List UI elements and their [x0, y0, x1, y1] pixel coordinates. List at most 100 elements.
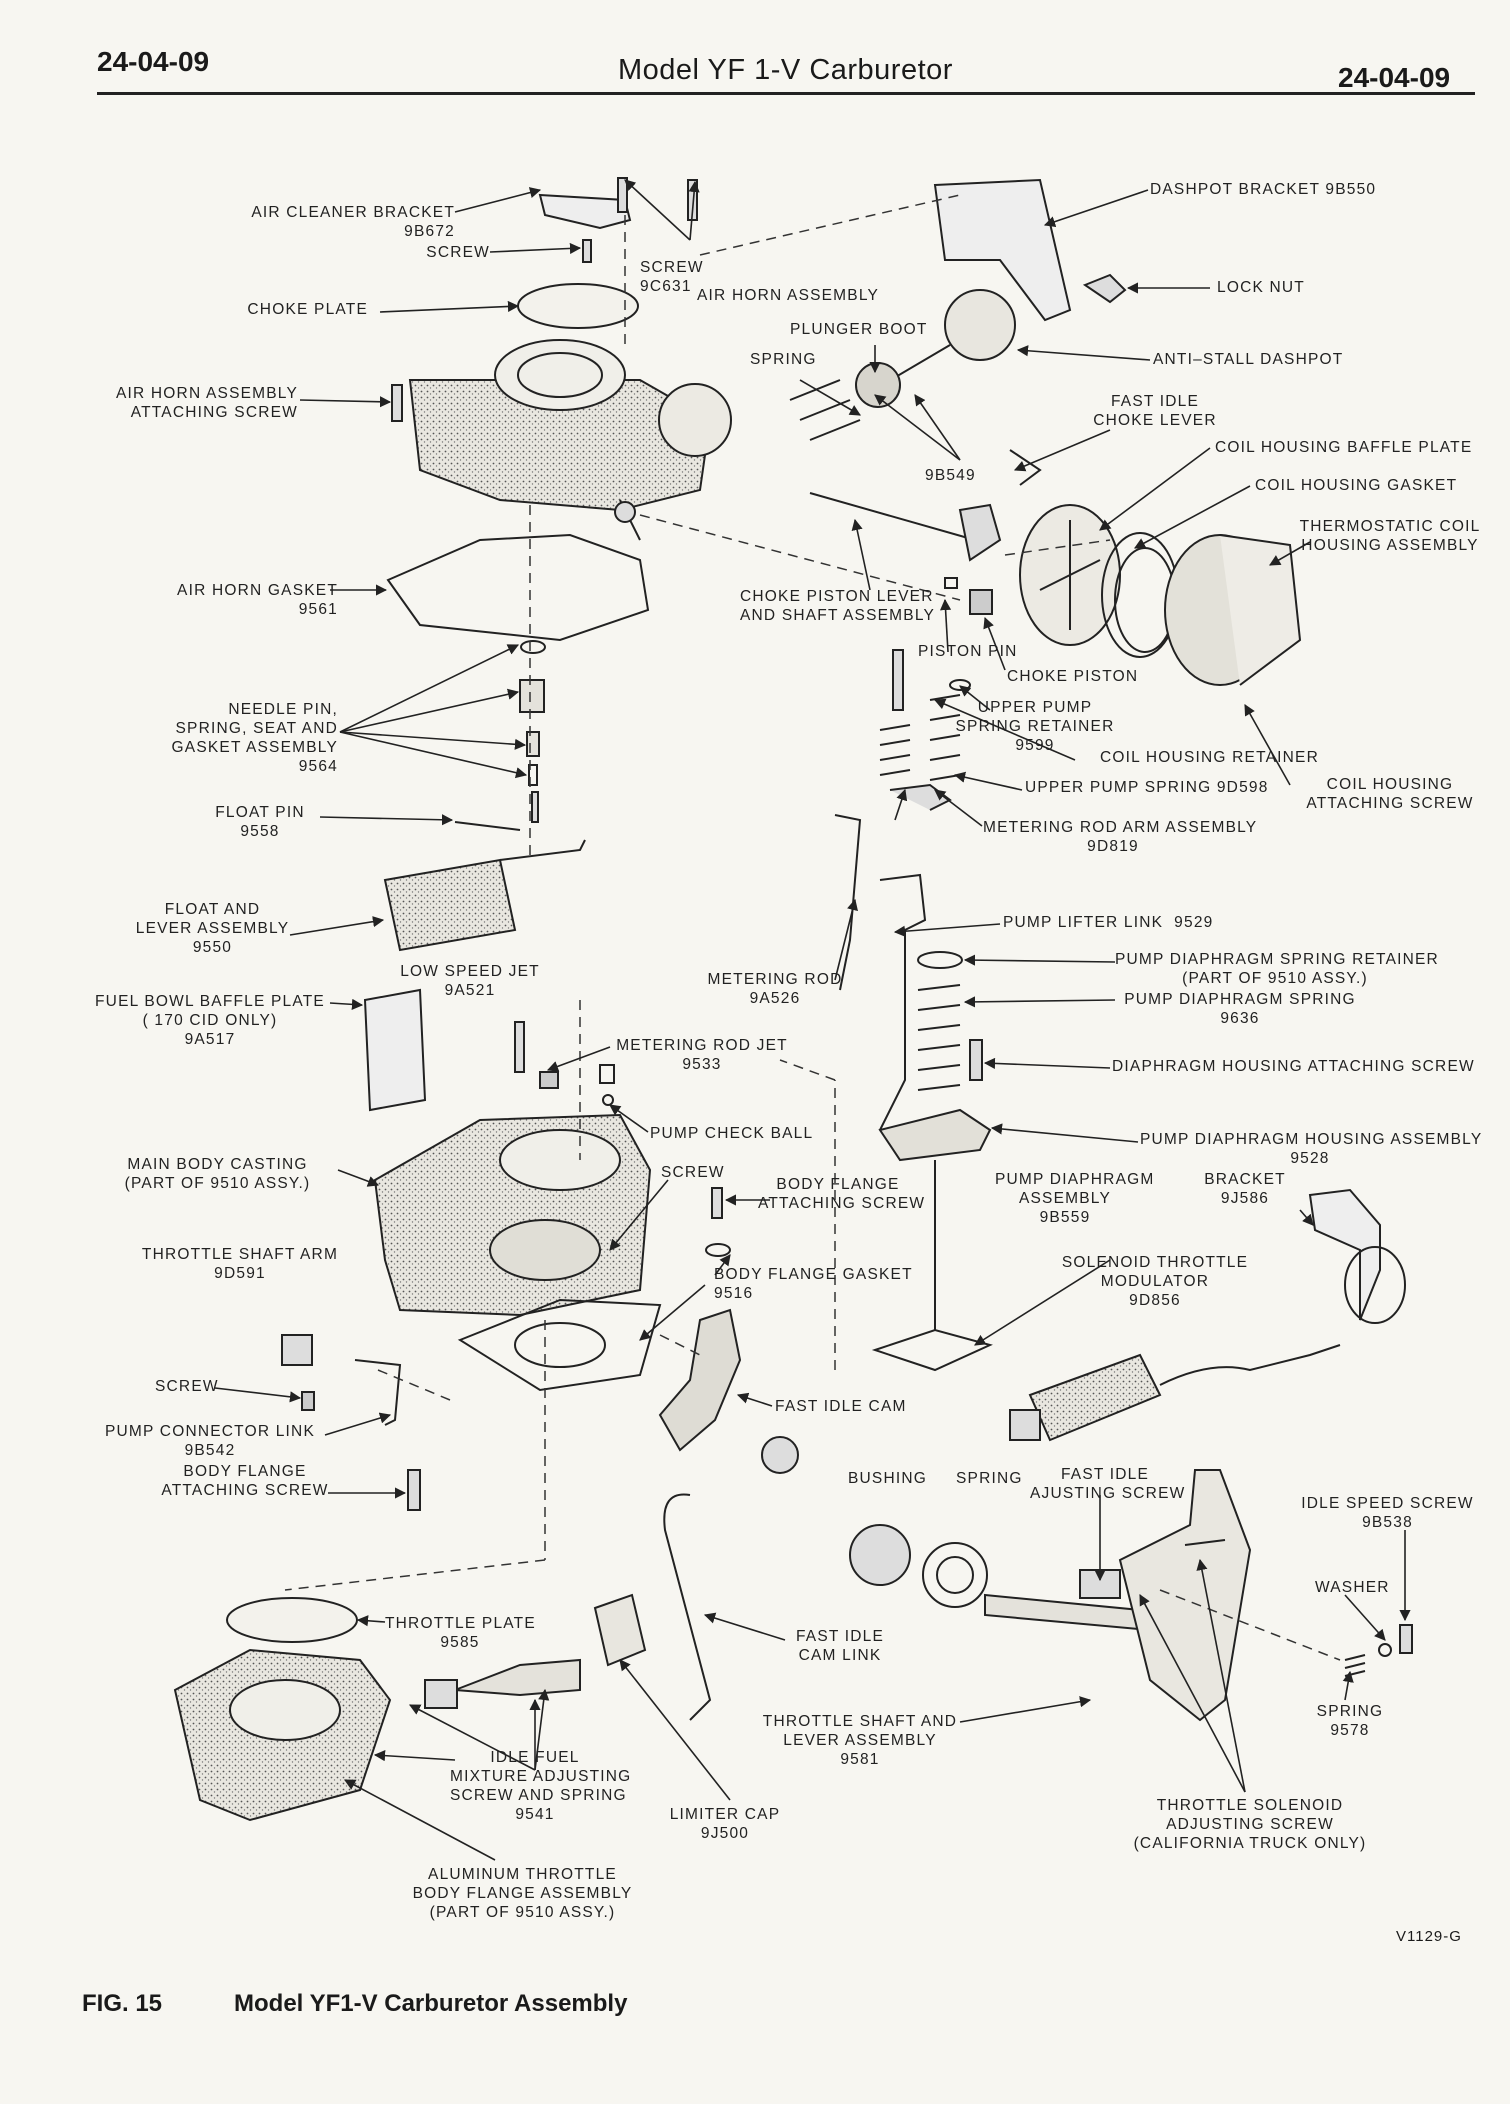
label-screw-left: SCREW: [155, 1378, 219, 1395]
label-pump-diaphragm-spring-retainer: PUMP DIAPHRAGM SPRING RETAINER (PART OF …: [1115, 951, 1439, 987]
label-metering-rod-jet: METERING ROD JET 9533: [616, 1037, 788, 1073]
label-throttle-shaft-lever: THROTTLE SHAFT AND LEVER ASSEMBLY 9581: [762, 1713, 958, 1768]
choke-lever-parts: [809, 449, 1042, 615]
label-fast-idle-adjusting-screw: FAST IDLE AJUSTING SCREW: [1030, 1466, 1186, 1502]
label-body-flange-attaching-screw-upper: BODY FLANGE ATTACHING SCREW: [758, 1176, 926, 1212]
label-bracket-9j586: BRACKET 9J586: [1204, 1171, 1286, 1207]
solenoid-parts: [1009, 1188, 1406, 1442]
throttle-plate-part: [226, 1597, 358, 1643]
label-screw-9c631: SCREW 9C631: [640, 259, 704, 295]
pump-parts: [705, 649, 993, 1372]
throttle-body-part: [173, 1648, 392, 1822]
jet-insert-part: [599, 1064, 615, 1084]
label-low-speed-jet: LOW SPEED JET 9A521: [400, 963, 540, 999]
label-choke-piston: CHOKE PISTON: [1007, 668, 1139, 685]
label-washer: WASHER: [1315, 1579, 1390, 1596]
label-lock-nut: LOCK NUT: [1217, 279, 1305, 296]
fast-idle-cam-part: [658, 1308, 799, 1474]
label-thermostatic-coil: THERMOSTATIC COIL HOUSING ASSEMBLY: [1299, 518, 1481, 554]
label-upper-pump-spring: UPPER PUMP SPRING 9D598: [1025, 779, 1269, 796]
label-spring-dashpot: SPRING: [750, 351, 817, 368]
label-bushing: BUSHING: [848, 1470, 928, 1487]
label-coil-housing-gasket: COIL HOUSING GASKET: [1255, 477, 1458, 494]
label-fuel-bowl-baffle-plate: FUEL BOWL BAFFLE PLATE ( 170 CID ONLY) 9…: [95, 993, 325, 1048]
label-spring-9578: SPRING 9578: [1316, 1703, 1384, 1739]
figure-caption: Model YF1-V Carburetor Assembly: [234, 1990, 628, 2017]
bushing-spring-parts: [849, 1524, 988, 1608]
label-aluminum-throttle-body: ALUMINUM THROTTLE BODY FLANGE ASSEMBLY (…: [412, 1866, 633, 1921]
label-idle-fuel-mixture: IDLE FUEL MIXTURE ADJUSTING SCREW AND SP…: [450, 1749, 632, 1823]
baffle-plate-part: [363, 988, 427, 1112]
idle-mixture-screw-part: [424, 1593, 647, 1709]
label-coil-housing-attaching-screw: COIL HOUSING ATTACHING SCREW: [1306, 776, 1474, 812]
label-metering-rod-arm: METERING ROD ARM ASSEMBLY 9D819: [983, 819, 1258, 855]
label-air-cleaner-bracket: AIR CLEANER BRACKET 9B672: [251, 204, 455, 240]
label-coil-housing-retainer: COIL HOUSING RETAINER: [1100, 749, 1319, 766]
label-needle-pin: NEEDLE PIN, SPRING, SEAT AND GASKET ASSE…: [171, 701, 338, 775]
label-fast-idle-cam: FAST IDLE CAM: [775, 1398, 907, 1415]
label-pump-diaphragm-assembly: PUMP DIAPHRAGM ASSEMBLY 9B559: [995, 1171, 1155, 1226]
label-fast-idle-choke-lever: FAST IDLE CHOKE LEVER: [1093, 393, 1217, 429]
header-rule: [97, 92, 1475, 95]
label-pump-lifter-link: PUMP LIFTER LINK 9529: [1003, 914, 1214, 931]
label-screw-body: SCREW: [661, 1164, 725, 1181]
page-number-right: 24-04-09: [1338, 62, 1451, 93]
label-fast-idle-cam-link: FAST IDLE CAM LINK: [795, 1628, 885, 1664]
label-anti-stall-dashpot: ANTI–STALL DASHPOT: [1153, 351, 1344, 368]
label-spring-lower: SPRING: [956, 1470, 1023, 1487]
top-screws: [391, 177, 698, 422]
label-choke-plate: CHOKE PLATE: [247, 301, 368, 318]
label-pump-diaphragm-housing: PUMP DIAPHRAGM HOUSING ASSEMBLY 9528: [1140, 1131, 1483, 1167]
figure-number: FIG. 15: [82, 1990, 163, 2017]
page-number-left: 24-04-09: [97, 46, 210, 77]
label-float-and-lever: FLOAT AND LEVER ASSEMBLY 9550: [135, 901, 290, 956]
fast-idle-cam-link-part: [663, 1493, 712, 1721]
label-coil-housing-baffle-plate: COIL HOUSING BAFFLE PLATE: [1215, 439, 1473, 456]
choke-plate-part: [517, 283, 639, 329]
coil-housing-parts: [1019, 504, 1302, 686]
label-air-horn-assembly: AIR HORN ASSEMBLY: [697, 287, 880, 304]
float-part: [383, 839, 586, 952]
label-idle-speed-screw: IDLE SPEED SCREW 9B538: [1301, 1495, 1474, 1531]
label-air-horn-attaching-screw: AIR HORN ASSEMBLY ATTACHING SCREW: [115, 385, 298, 421]
body-flange-gasket-bore: [514, 1322, 606, 1368]
leader-lines: [214, 179, 1411, 1861]
low-speed-jet-part: [514, 1021, 525, 1073]
label-pump-check-ball: PUMP CHECK BALL: [650, 1125, 814, 1142]
label-body-flange-gasket: BODY FLANGE GASKET 9516: [714, 1266, 913, 1302]
label-piston-pin: PISTON PIN: [918, 643, 1018, 660]
label-pump-diaphragm-spring: PUMP DIAPHRAGM SPRING 9636: [1124, 991, 1356, 1027]
air-horn-gasket-part: [386, 533, 650, 642]
main-body-casting-part: [373, 1113, 652, 1317]
label-dashpot-bracket: DASHPOT BRACKET 9B550: [1150, 181, 1377, 198]
throttle-shaft-lever-part: [984, 1469, 1252, 1722]
label-throttle-plate: THROTTLE PLATE 9585: [385, 1615, 536, 1651]
label-throttle-shaft-arm: THROTTLE SHAFT ARM 9D591: [141, 1246, 339, 1282]
label-main-body-casting: MAIN BODY CASTING (PART OF 9510 ASSY.): [124, 1156, 311, 1192]
page-title: Model YF 1-V Carburetor: [618, 54, 953, 86]
label-body-flange-attaching-screw-lower: BODY FLANGE ATTACHING SCREW: [161, 1463, 329, 1499]
label-air-horn-gasket: AIR HORN GASKET 9561: [177, 582, 338, 618]
air-cleaner-bracket-part: [538, 193, 632, 230]
label-screw-top: SCREW: [426, 244, 490, 261]
pump-check-ball-part: [602, 1094, 614, 1106]
needle-pin-parts: [519, 640, 546, 823]
label-diaphragm-housing-screw: DIAPHRAGM HOUSING ATTACHING SCREW: [1112, 1058, 1475, 1075]
label-throttle-solenoid-adjusting: THROTTLE SOLENOID ADJUSTING SCREW (CALIF…: [1133, 1797, 1367, 1852]
throttle-arm-parts: [281, 1334, 421, 1511]
label-choke-piston-lever: CHOKE PISTON LEVER AND SHAFT ASSEMBLY: [740, 588, 936, 624]
label-limiter-cap: LIMITER CAP 9J500: [669, 1806, 781, 1842]
label-solenoid-throttle-modulator: SOLENOID THROTTLE MODULATOR 9D856: [1061, 1254, 1249, 1309]
metering-rod-jet-part: [539, 1071, 559, 1089]
label-upper-pump-spring-retainer: UPPER PUMP SPRING RETAINER 9599: [955, 699, 1115, 754]
label-pump-connector-link: PUMP CONNECTOR LINK 9B542: [105, 1423, 315, 1459]
float-pin-part: [454, 821, 521, 831]
drawing-code: V1129-G: [1396, 1928, 1462, 1945]
air-horn-casting: [408, 339, 732, 541]
label-float-pin: FLOAT PIN 9558: [215, 804, 305, 840]
label-plunger-boot: PLUNGER BOOT: [790, 321, 928, 338]
assembly-lines: [284, 194, 1341, 1661]
label-9b549: 9B549: [925, 467, 976, 484]
